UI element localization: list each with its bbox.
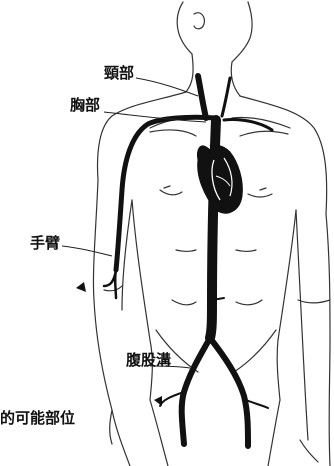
arm-leader [62,246,112,256]
arrow-arm-icon [76,282,86,292]
heart-icon [198,146,243,213]
label-possible-sites: 的可能部位 [0,411,75,426]
vessel-tree [104,76,272,446]
label-groin: 腹股溝 [126,353,171,368]
label-chest: 胸部 [70,98,100,113]
label-arm: 手臂 [30,236,60,251]
label-neck: 頸部 [104,66,134,81]
arrow-markers [76,282,162,406]
arrow-groin-icon [154,396,162,406]
